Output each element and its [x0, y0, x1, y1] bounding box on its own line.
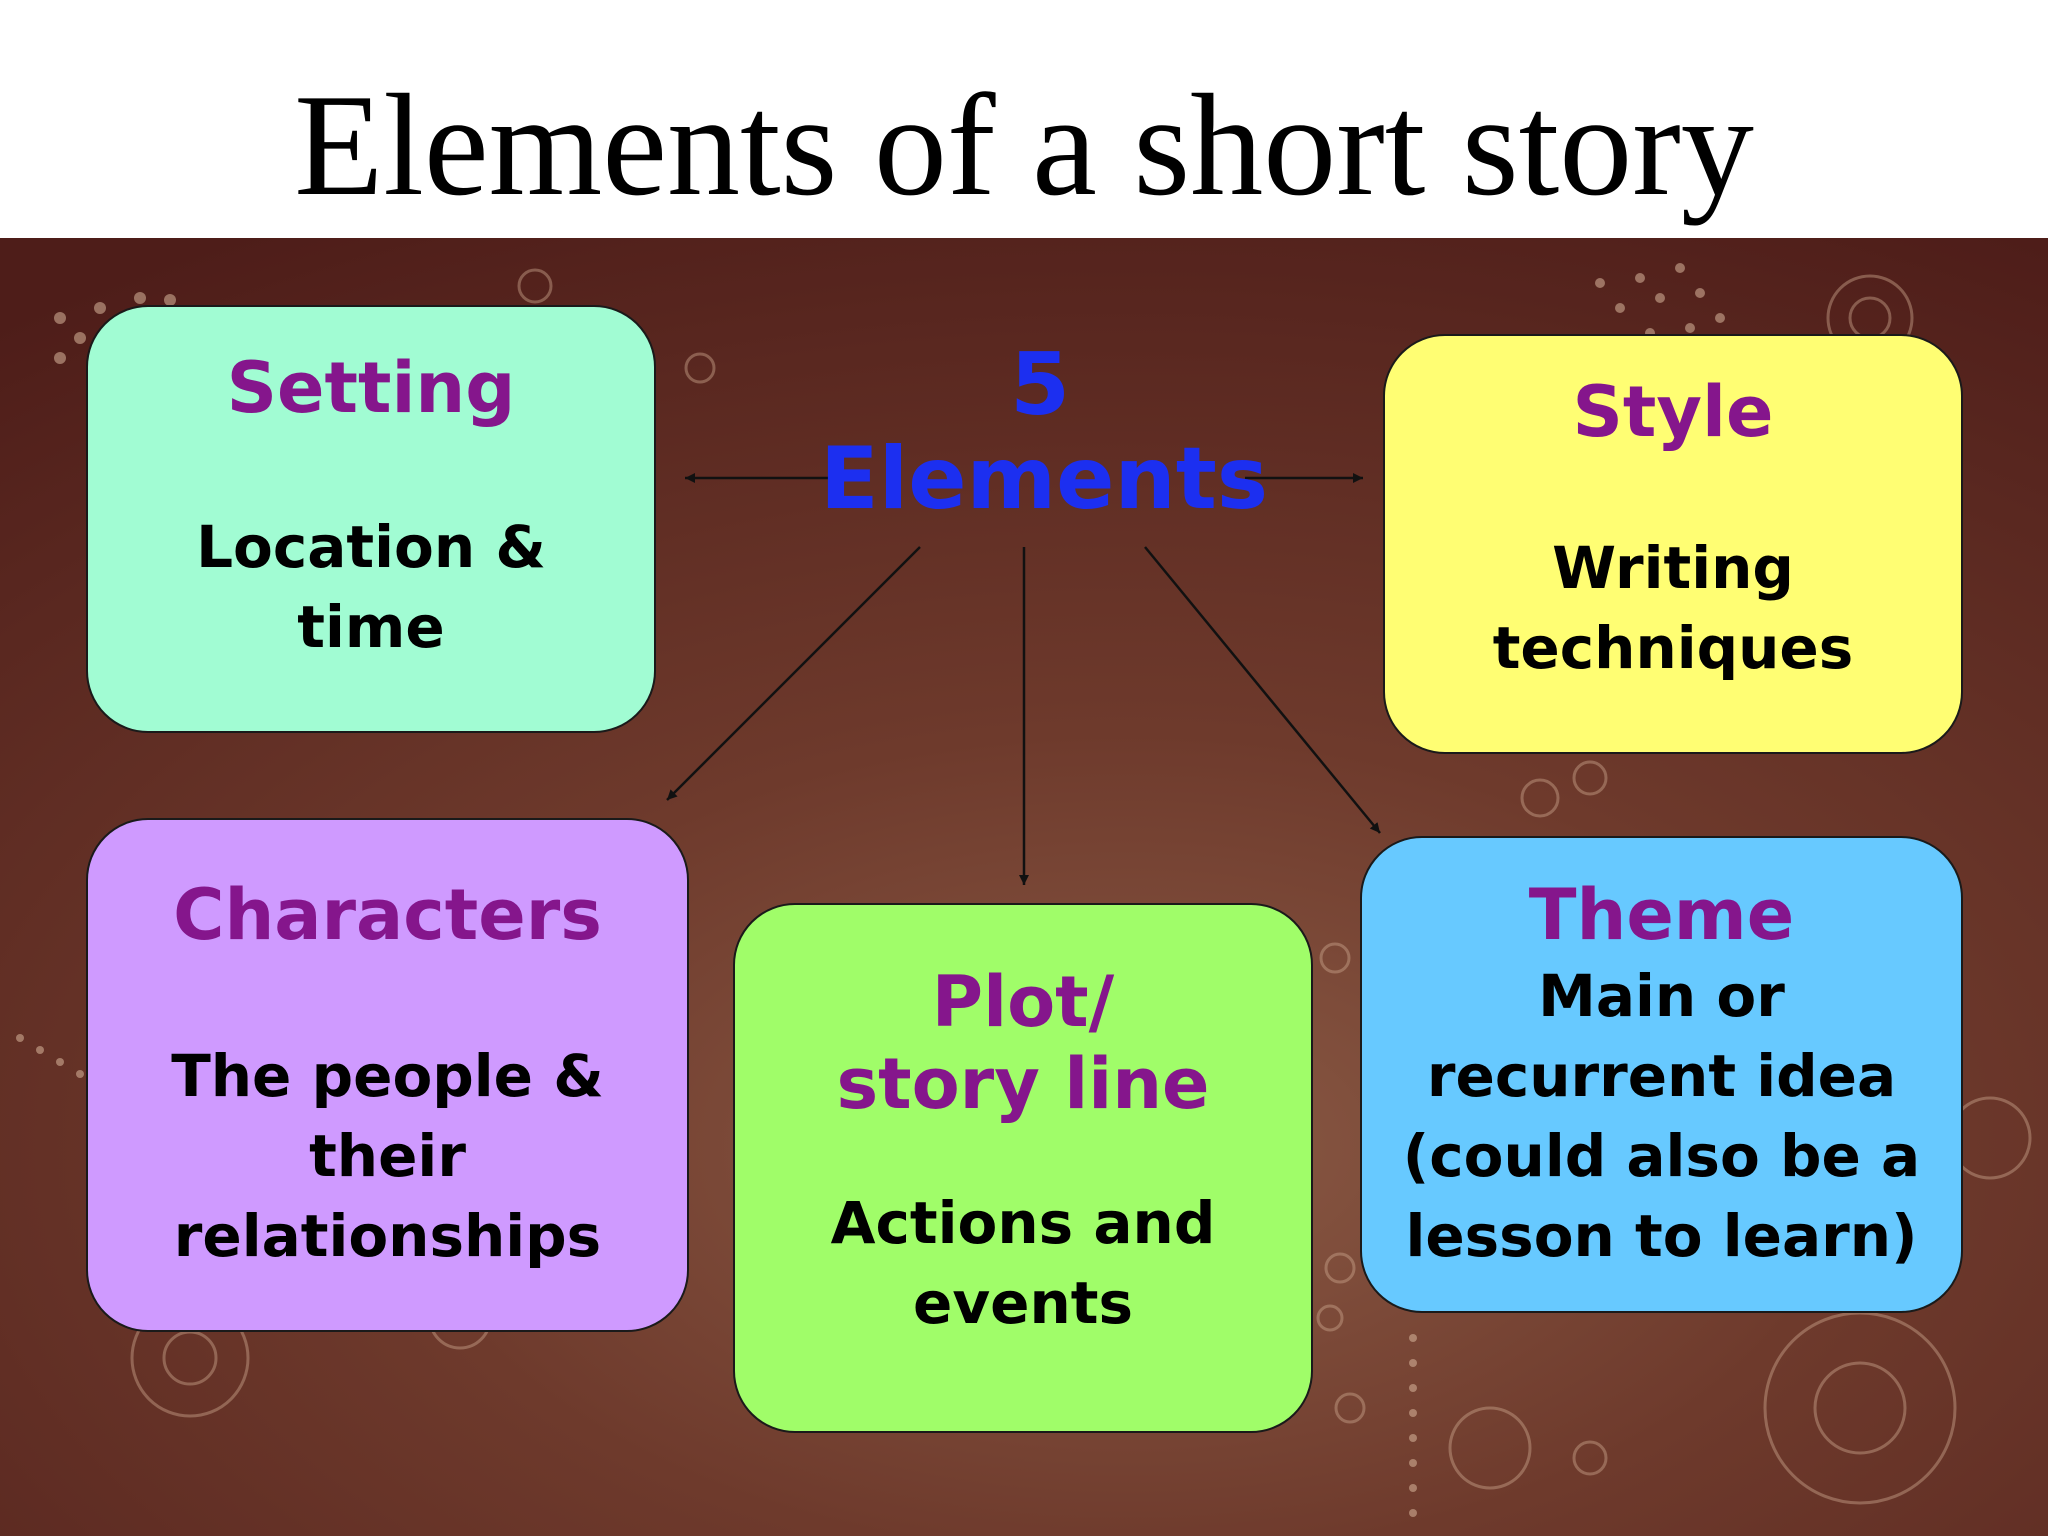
center-number: 5 [1010, 335, 1070, 435]
floral-pattern-decoration [16, 263, 2032, 1517]
style-desc-line2: techniques [1492, 614, 1854, 682]
style-desc-line1: Writing [1552, 534, 1794, 602]
plot-desc-line2: events [912, 1269, 1134, 1337]
theme-desc-line2: recurrent idea [1426, 1042, 1897, 1110]
plot-box: Plot/ story line Actions and events [733, 903, 1313, 1433]
plot-desc-line1: Actions and [830, 1189, 1216, 1257]
characters-heading: Characters [173, 874, 602, 956]
theme-box: Theme Main or recurrent idea (could also… [1360, 836, 1963, 1313]
style-box: Style Writing techniques [1383, 334, 1963, 754]
slide-title: Elements of a short story [294, 64, 1754, 226]
characters-desc-line3: relationships [173, 1202, 602, 1270]
theme-desc-line1: Main or [1538, 962, 1785, 1030]
setting-desc-line2: time [297, 593, 445, 661]
theme-heading: Theme [1528, 874, 1795, 956]
plot-heading-line2: story line [836, 1043, 1210, 1125]
setting-box: Setting Location & time [86, 305, 656, 733]
center-label-text: Elements [820, 429, 1269, 529]
center-node-five-elements: 5 Elements [820, 335, 1269, 529]
theme-desc-line3: (could also be a [1402, 1122, 1921, 1190]
characters-desc-line2: their [309, 1122, 466, 1190]
setting-heading: Setting [226, 347, 516, 429]
style-heading: Style [1572, 371, 1774, 453]
characters-desc-line1: The people & [171, 1042, 604, 1110]
theme-desc-line4: lesson to learn) [1405, 1202, 1918, 1270]
plot-heading-line1: Plot/ [931, 961, 1115, 1043]
setting-desc-line1: Location & [196, 513, 546, 581]
characters-box: Characters The people & their relationsh… [86, 818, 689, 1332]
